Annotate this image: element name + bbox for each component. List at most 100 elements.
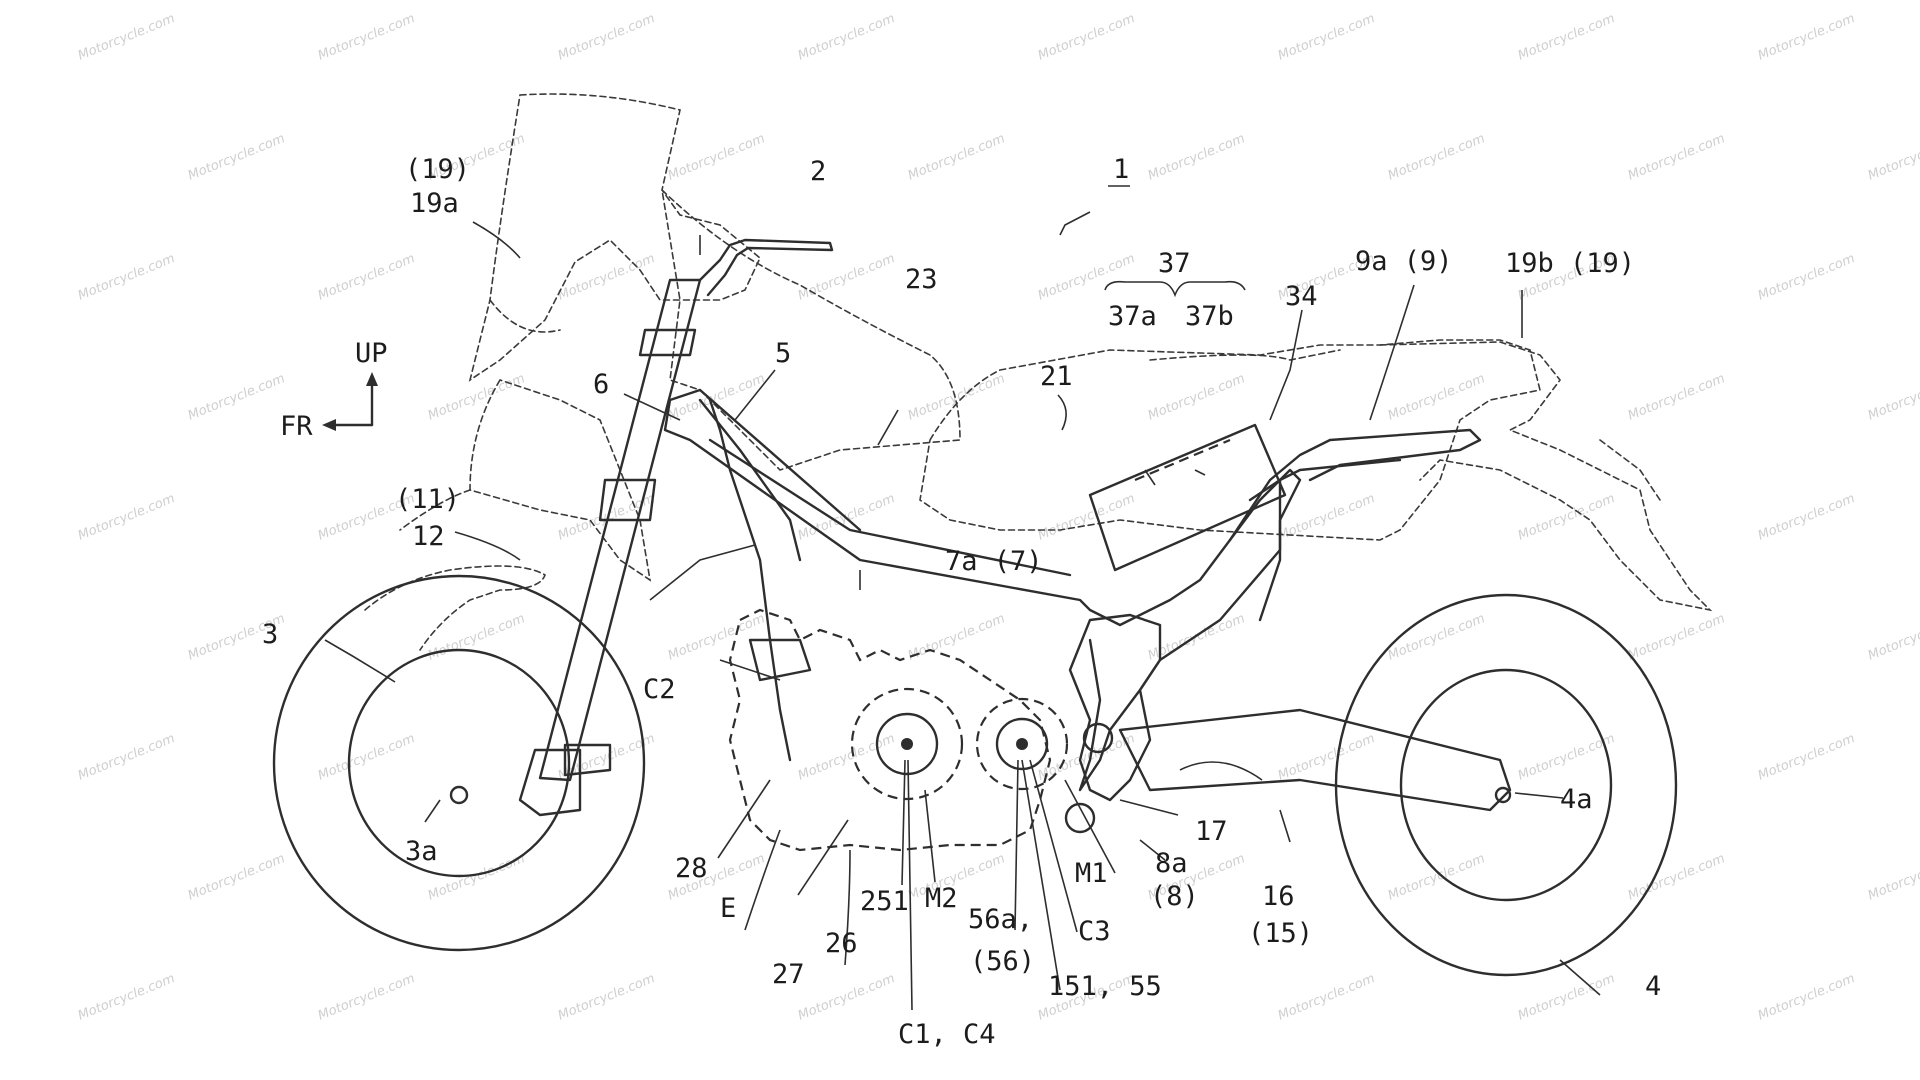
watermark-text: Motorcycle.com xyxy=(906,371,1007,424)
label-front-cover: 12 xyxy=(412,521,445,552)
pivot-plate xyxy=(1064,613,1162,834)
label-shaft-26: 26 xyxy=(825,928,858,959)
motor-m2 xyxy=(850,687,964,801)
watermark-text: Motorcycle.com xyxy=(906,611,1007,664)
label-front-axle: 3a xyxy=(405,836,438,867)
label-motor-m1: M1 xyxy=(1075,858,1108,889)
brace-37 xyxy=(1104,280,1246,298)
watermark-text: Motorcycle.com xyxy=(1386,131,1487,184)
front-fork xyxy=(449,278,702,817)
label-swingarm: 16 xyxy=(1262,881,1295,912)
watermark-text: Motorcycle.com xyxy=(1626,611,1727,664)
label-swingarm-ref: (15) xyxy=(1248,918,1313,949)
label-pivot-plate: 8a xyxy=(1155,848,1188,879)
watermark-text: Motorcycle.com xyxy=(666,131,767,184)
watermark-text: Motorcycle.com xyxy=(1866,611,1920,664)
direction-indicator xyxy=(322,372,378,431)
label-frame: 5 xyxy=(775,338,791,369)
watermark-text: Motorcycle.com xyxy=(1036,11,1137,64)
watermark-text: Motorcycle.com xyxy=(426,611,527,664)
label-box-34: 34 xyxy=(1285,281,1318,312)
watermark-text: Motorcycle.com xyxy=(796,251,897,304)
watermark-text: Motorcycle.com xyxy=(1386,611,1487,664)
watermark-text: Motorcycle.com xyxy=(186,131,287,184)
windscreen xyxy=(468,93,761,382)
rear-cowl xyxy=(1379,341,1713,612)
watermark-text: Motorcycle.com xyxy=(1036,491,1137,544)
label-rear-wheel: 4 xyxy=(1645,971,1661,1002)
watermark-text: Motorcycle.com xyxy=(1626,371,1727,424)
watermark-text: Motorcycle.com xyxy=(1756,491,1857,544)
watermark-text: Motorcycle.com xyxy=(76,491,177,544)
label-rear-cowl: 19b (19) xyxy=(1505,248,1635,279)
label-rear-frame: 9a (9) xyxy=(1355,246,1453,277)
watermark-text: Motorcycle.com xyxy=(1516,11,1617,64)
label-rear-axle: 4a xyxy=(1560,784,1593,815)
fuel-tank xyxy=(660,187,961,471)
watermark-text: Motorcycle.com xyxy=(316,731,417,784)
front-fairing xyxy=(399,379,652,582)
label-seat: 21 xyxy=(1040,361,1073,392)
watermark-text: Motorcycle.com xyxy=(1276,731,1377,784)
label-cover-group: (11) xyxy=(395,484,460,515)
battery-box xyxy=(1088,423,1287,572)
label-dir-up: UP xyxy=(355,338,388,369)
label-gear-151-55: 151, 55 xyxy=(1048,971,1162,1002)
watermark-text: Motorcycle.com xyxy=(1756,971,1857,1024)
watermark-text: Motorcycle.com xyxy=(186,371,287,424)
label-motor-m2: M2 xyxy=(925,883,958,914)
label-c2: C2 xyxy=(643,674,676,705)
label-battery-group: 37 xyxy=(1158,248,1191,279)
front-wheel xyxy=(272,574,646,952)
watermark-text: Motorcycle.com xyxy=(426,851,527,904)
watermark-text: Motorcycle.com xyxy=(1866,131,1920,184)
label-c1-c4: C1, C4 xyxy=(898,1019,996,1050)
label-sensor-251: 251 xyxy=(860,886,909,917)
watermark-text: Motorcycle.com xyxy=(426,371,527,424)
watermark-text: Motorcycle.com xyxy=(1756,731,1857,784)
watermark-text: Motorcycle.com xyxy=(1386,851,1487,904)
label-c3: C3 xyxy=(1078,916,1111,947)
label-front-wheel: 3 xyxy=(262,619,278,650)
watermark-text: Motorcycle.com xyxy=(1626,131,1727,184)
watermark-text: Motorcycle.com xyxy=(316,251,417,304)
watermark-text: Motorcycle.com xyxy=(1386,371,1487,424)
label-shaft-27: 27 xyxy=(772,959,805,990)
label-battery-a: 37a xyxy=(1108,301,1157,332)
watermark-text: Motorcycle.com xyxy=(316,971,417,1024)
label-windscreen-ref: (19) xyxy=(405,154,470,185)
label-tank: 23 xyxy=(905,264,938,295)
watermark-text: Motorcycle.com xyxy=(556,11,657,64)
reference-labels: 1 2 (19) 19a 23 37 37a 37b 34 9a (9) 19b… xyxy=(262,154,1661,1050)
label-pivot: 17 xyxy=(1195,816,1228,847)
watermark-text: Motorcycle.com xyxy=(1146,131,1247,184)
watermark-text: Motorcycle.com xyxy=(906,131,1007,184)
label-handlebar: 2 xyxy=(810,156,826,187)
label-bracket-28: 28 xyxy=(675,853,708,884)
watermark-text: Motorcycle.com xyxy=(1756,251,1857,304)
engine-outline xyxy=(728,608,1052,852)
watermark-text: Motorcycle.com xyxy=(1516,491,1617,544)
front-fender xyxy=(364,565,546,651)
watermark-text: Motorcycle.com xyxy=(1866,851,1920,904)
label-gear-56: (56) xyxy=(970,946,1035,977)
watermark-text: Motorcycle.com xyxy=(1626,851,1727,904)
watermark-text: Motorcycle.com xyxy=(556,971,657,1024)
watermark-text: Motorcycle.com xyxy=(186,851,287,904)
motor-m1 xyxy=(975,697,1069,791)
watermark-text: Motorcycle.com xyxy=(76,971,177,1024)
watermark-text: Motorcycle.com xyxy=(666,611,767,664)
seat xyxy=(919,339,1541,541)
label-main-frame: 7a (7) xyxy=(945,546,1043,577)
watermark-text: Motorcycle.com xyxy=(76,11,177,64)
watermark-text: Motorcycle.com xyxy=(556,251,657,304)
swingarm xyxy=(1118,708,1512,812)
leader-lines xyxy=(324,211,1601,1011)
watermark-text: Motorcycle.com xyxy=(1276,11,1377,64)
label-engine: E xyxy=(720,893,736,924)
label-fork: 6 xyxy=(593,369,609,400)
watermark-text: Motorcycle.com xyxy=(796,731,897,784)
watermark-text: Motorcycle.com xyxy=(1756,11,1857,64)
